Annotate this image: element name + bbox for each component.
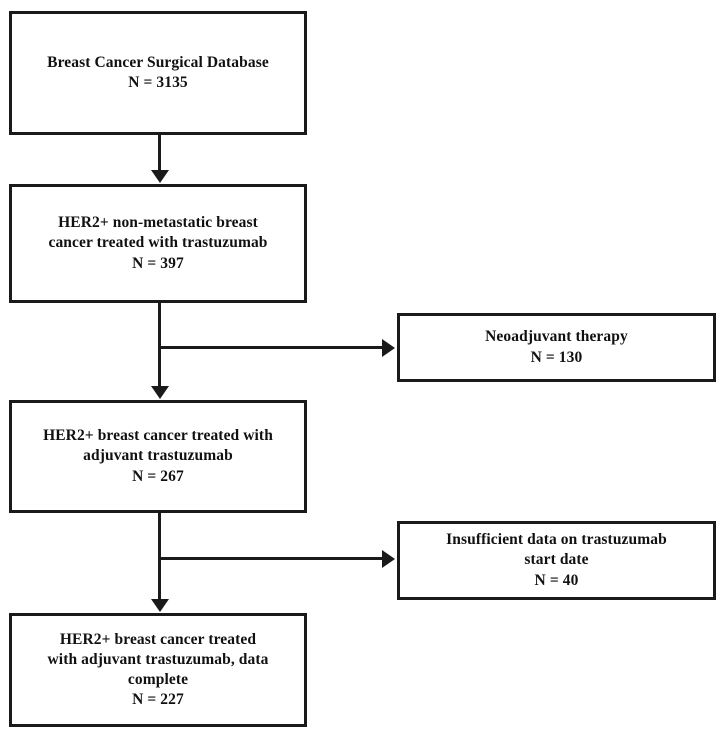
node-insufficient-data: Insufficient data on trastuzumab start d… bbox=[397, 521, 716, 600]
connector-adjuvant-to-complete bbox=[158, 513, 161, 600]
arrowhead-database-to-her2 bbox=[150, 170, 169, 183]
connector-her2-to-neoadjuvant bbox=[158, 346, 383, 349]
connector-adjuvant-to-insufficient bbox=[158, 557, 383, 560]
arrowhead-her2-to-neoadjuvant bbox=[382, 338, 395, 357]
node-insufficient-data-text: Insufficient data on trastuzumab start d… bbox=[446, 531, 667, 589]
node-adjuvant-trastuzumab: HER2+ breast cancer treated with adjuvan… bbox=[9, 400, 307, 513]
node-her2-nonmetastatic-text: HER2+ non-metastatic breast cancer treat… bbox=[48, 214, 268, 272]
arrowhead-adjuvant-to-complete bbox=[150, 599, 169, 612]
arrowhead-her2-to-adjuvant bbox=[150, 386, 169, 399]
node-data-complete-text: HER2+ breast cancer treated with adjuvan… bbox=[47, 630, 269, 709]
node-database-text: Breast Cancer Surgical Database N = 3135 bbox=[47, 53, 269, 91]
arrowhead-adjuvant-to-insufficient bbox=[382, 549, 395, 568]
node-adjuvant-trastuzumab-text: HER2+ breast cancer treated with adjuvan… bbox=[43, 427, 273, 485]
connector-database-to-her2 bbox=[158, 135, 161, 172]
connector-her2-to-adjuvant bbox=[158, 303, 161, 387]
node-neoadjuvant-therapy-text: Neoadjuvant therapy N = 130 bbox=[485, 328, 628, 366]
node-her2-nonmetastatic: HER2+ non-metastatic breast cancer treat… bbox=[9, 184, 307, 303]
node-database: Breast Cancer Surgical Database N = 3135 bbox=[9, 11, 307, 135]
node-neoadjuvant-therapy: Neoadjuvant therapy N = 130 bbox=[397, 313, 716, 382]
node-data-complete: HER2+ breast cancer treated with adjuvan… bbox=[9, 613, 307, 727]
